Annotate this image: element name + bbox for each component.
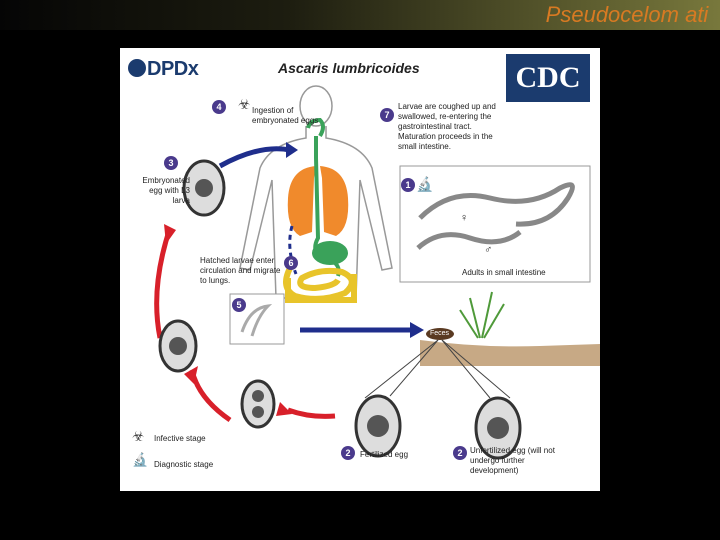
- step-4-text: Ingestion of embryonated eggs: [252, 106, 319, 125]
- step-7-badge: 7: [380, 108, 394, 122]
- legend-biohazard-icon: ☣: [132, 428, 145, 444]
- diagram-title: Ascaris lumbricoides: [278, 60, 420, 76]
- dpdx-logo: DPDx: [128, 58, 199, 81]
- step-4-badge: 4: [212, 100, 226, 114]
- biohazard-icon: ☣: [238, 96, 251, 112]
- small-intestine: [283, 266, 357, 303]
- feces-label: Feces: [430, 330, 450, 337]
- lifecycle-artwork: [154, 85, 600, 460]
- legend-diagnostic: Diagnostic stage: [154, 460, 214, 469]
- legend-microscope-icon: 🔬: [132, 452, 149, 467]
- grass: [459, 291, 505, 339]
- step-2b-badge: 2: [453, 446, 467, 460]
- adult-worms: [416, 182, 575, 250]
- legend-infective: Infective stage: [154, 434, 206, 443]
- step-1-badge: 1: [401, 178, 415, 192]
- eggs: [158, 159, 522, 460]
- male-symbol: ♂: [484, 244, 493, 256]
- step-6-text: Hatched larvae enter circulation and mig…: [200, 256, 281, 285]
- female-symbol: ♀: [460, 212, 469, 224]
- step-7-text: Larvae are coughed up and swallowed, re-…: [398, 102, 496, 151]
- title-bar: [0, 0, 720, 30]
- adults-box: [399, 165, 591, 283]
- step-6-badge: 6: [284, 256, 298, 270]
- step-3-text: Embryonated egg with L3 larva: [142, 176, 190, 205]
- lifecycle-diagram: DPDx Ascaris lumbricoides CDC 1 2 2 3 4 …: [120, 48, 600, 491]
- step-3-badge: 3: [164, 156, 178, 170]
- step-5-badge: 5: [232, 298, 246, 312]
- lungs: [287, 166, 349, 236]
- dashed-arrow-6: [288, 225, 298, 275]
- larva: [240, 304, 273, 337]
- adults-label: Adults in small intestine: [462, 268, 546, 277]
- step-2a-text: Fertilized egg: [360, 450, 409, 459]
- step-2a-badge: 2: [341, 446, 355, 460]
- blue-arrows: [218, 146, 412, 333]
- cdc-logo: CDC: [506, 54, 590, 102]
- microscope-icon: 🔬: [416, 176, 434, 192]
- feces-pile: [426, 328, 454, 340]
- step-2b-text: Unfertilized egg (will not undergo furth…: [470, 446, 555, 475]
- stomach: [312, 241, 348, 265]
- slide-title: Pseudocelom ati: [545, 2, 709, 27]
